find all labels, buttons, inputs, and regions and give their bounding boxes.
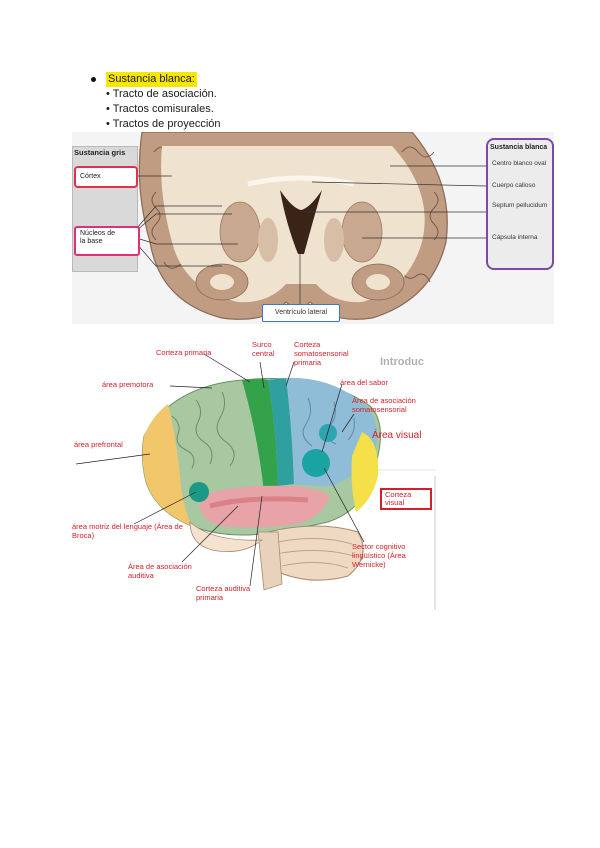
list-heading-row: Sustancia blanca: bbox=[88, 72, 221, 87]
coronal-brain-figure: Sustancia gris Córtex Núcleos de la base… bbox=[72, 132, 554, 324]
label-prefrontal-area: área prefrontal bbox=[74, 440, 123, 449]
lateral-brain-figure: Introduc Corteza primaria Surco central … bbox=[72, 336, 436, 610]
list-item: • Tractos comisurales. bbox=[106, 103, 214, 115]
lateral-brain-illustration bbox=[75, 336, 436, 610]
label-somatosensory-cortex: Corteza somatosensorial primaria bbox=[294, 340, 349, 367]
white-matter-title: Sustancia blanca bbox=[490, 144, 548, 151]
label-wernicke-area: Sector cognitivo lingüístico (Área Werni… bbox=[352, 542, 406, 569]
label-premotor-area: área premotora bbox=[102, 380, 154, 389]
list-heading: Sustancia blanca: bbox=[106, 72, 197, 87]
label-primary-cortex: Corteza primaria bbox=[156, 348, 212, 357]
label-primary-auditory-cortex: Corteza auditiva primaria bbox=[196, 584, 251, 602]
label-taste-area: área del sabor bbox=[340, 378, 388, 387]
label-somatosensory-association: Área de asociación somatosensorial bbox=[352, 396, 416, 414]
label-visual-area: Área visual bbox=[372, 430, 422, 441]
basal-nuclei-line1: Núcleos de bbox=[80, 230, 116, 237]
basal-nuclei-line2: la base bbox=[80, 238, 103, 245]
cortex-label: Córtex bbox=[74, 166, 138, 188]
gray-matter-title: Sustancia gris bbox=[74, 148, 126, 157]
label-broca-area: área motriz del lenguaje (Área de Broca) bbox=[72, 522, 183, 540]
label-visual-cortex: Corteza visual bbox=[380, 488, 432, 510]
white-label-internal-capsule: Cápsula interna bbox=[492, 234, 538, 241]
white-matter-list: Sustancia blanca: • Tracto de asociación… bbox=[88, 72, 221, 132]
bullet-icon bbox=[91, 77, 96, 82]
white-label-oval-center: Centro blanco oval bbox=[492, 160, 547, 167]
coronal-brain-illustration bbox=[129, 132, 487, 320]
white-label-septum: Septum pellucidum bbox=[492, 202, 548, 209]
label-auditory-association: Área de asociación auditiva bbox=[128, 562, 192, 580]
list-item: • Tractos de proyección bbox=[106, 118, 221, 130]
lateral-ventricle-label: Ventrículo lateral bbox=[262, 304, 340, 322]
list-item: • Tracto de asociación. bbox=[106, 88, 217, 100]
label-central-sulcus: Surco central bbox=[252, 340, 275, 358]
intro-header: Introduc bbox=[380, 356, 424, 368]
white-matter-panel bbox=[486, 138, 554, 270]
basal-nuclei-label: Núcleos de la base bbox=[74, 226, 140, 256]
white-label-corpus-callosum: Cuerpo calloso bbox=[492, 182, 536, 189]
